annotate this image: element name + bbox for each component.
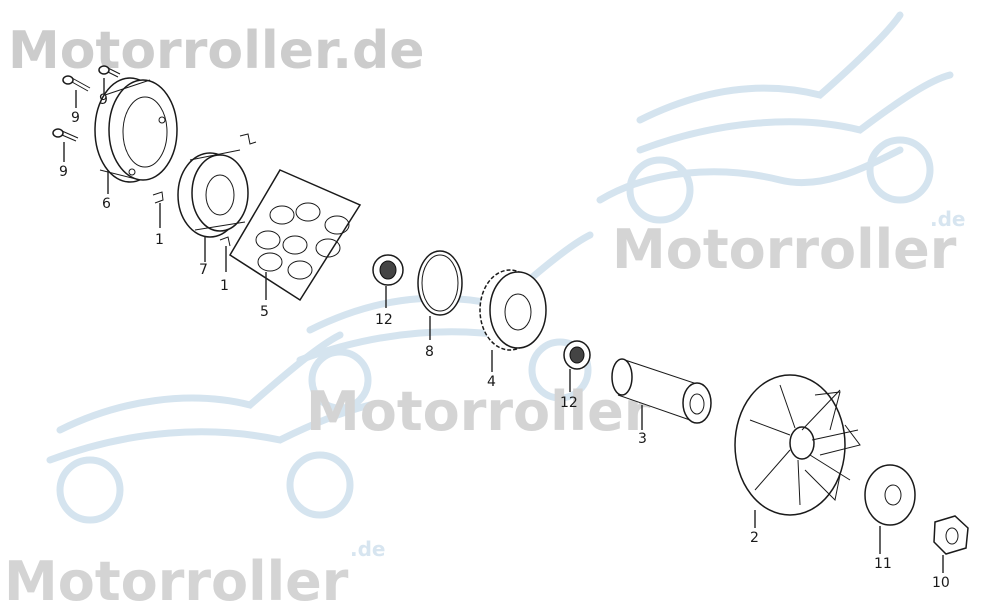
callout-label-11: 11 [874,556,892,572]
bolt-part-9c [52,128,79,142]
bushing-part-3 [611,358,712,424]
pulley-face-part-6 [94,77,178,183]
scooter-watermark-right [596,11,954,224]
roller-weights-part-5 [228,169,362,302]
o-ring-part-8 [417,250,463,316]
callout-label-9a: 9 [71,110,80,126]
nut-part-10 [933,515,969,555]
watermark-suffix-left: .de [350,537,385,561]
watermark-suffix-right: .de [930,207,965,231]
leader-lines [63,78,944,573]
washer-part-11 [864,464,916,526]
callout-label-12b: 12 [560,395,578,411]
watermark-brand-right: Motorroller [612,218,957,281]
bolt-part-9b [98,65,121,78]
watermark-site-text: Motorroller.de [8,21,424,81]
callout-label-4: 4 [487,374,496,390]
oil-seal-part-12b [563,340,591,370]
callout-label-3: 3 [638,431,647,447]
bolt-part-9a [62,75,91,92]
callout-label-9b: 9 [99,92,108,108]
callout-label-1b: 1 [220,278,229,294]
clip-part-1a [152,191,164,204]
scooter-watermark-left [46,331,374,524]
gear-part-4 [479,269,547,351]
callout-label-9c: 9 [59,164,68,180]
clip-part-1b [219,133,257,247]
ramp-plate-part-7 [177,149,249,238]
callout-label-1a: 1 [155,232,164,248]
watermark-brand-middle: Motorroller [306,380,651,443]
callout-label-8: 8 [425,344,434,360]
oil-seal-part-12a [372,254,404,286]
watermark-brand-left: Motorroller [4,550,349,613]
fan-pulley-part-2 [734,374,861,516]
callout-label-5: 5 [260,304,269,320]
callout-label-10: 10 [932,575,950,591]
callout-label-6: 6 [102,196,111,212]
callout-label-12a: 12 [375,312,393,328]
callout-label-2: 2 [750,530,759,546]
callout-label-7: 7 [199,262,208,278]
